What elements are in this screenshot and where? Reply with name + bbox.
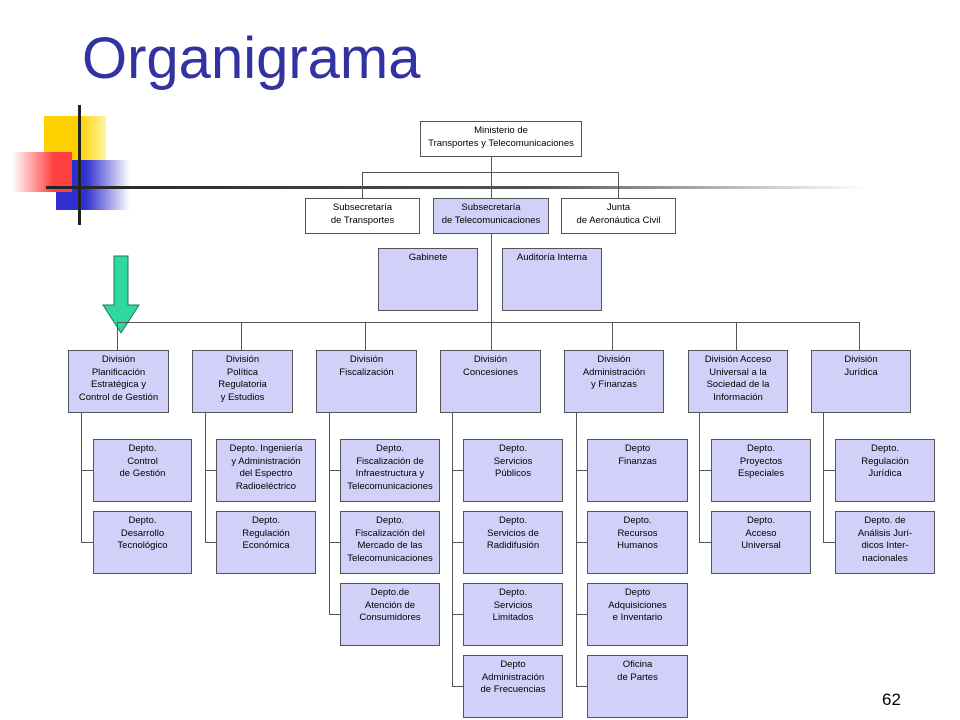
stub-line: [823, 542, 835, 543]
stub-line: [699, 542, 711, 543]
depto-control-gestion-box: Depto. Control de Gestión: [93, 439, 192, 502]
stub-line: [205, 470, 217, 471]
connector-line: [859, 322, 860, 350]
division-planificacion-box: División Planificación Estratégica y Con…: [68, 350, 169, 413]
junta-box: Junta de Aeronáutica Civil: [561, 198, 676, 234]
connector-line: [365, 322, 366, 350]
stub-line: [452, 686, 464, 687]
ministry-box: Ministerio de Transportes y Telecomunica…: [420, 121, 582, 157]
depto-proyectos-especiales-box: Depto. Proyectos Especiales: [711, 439, 811, 502]
page-title: Organigrama: [82, 26, 421, 91]
depto-adquisiciones-box: Depto Adquisiciones e Inventario: [587, 583, 688, 646]
division-politica-box: División Política Regulatoria y Estudios: [192, 350, 293, 413]
depto-fiscalizacion-mercado-box: Depto. Fiscalización del Mercado de las …: [340, 511, 440, 574]
connector-line: [491, 157, 492, 350]
deco-horizontal-line: [46, 186, 866, 189]
depto-atencion-consumidores-box: Depto.de Atención de Consumidores: [340, 583, 440, 646]
stub-line: [452, 542, 464, 543]
connector-line: [612, 322, 613, 350]
branch-line: [205, 413, 206, 543]
stub-line: [576, 614, 588, 615]
stub-line: [452, 470, 464, 471]
stub-line: [81, 542, 94, 543]
connector-line: [117, 322, 860, 323]
deco-vertical-line: [78, 105, 81, 225]
depto-servicios-radiodifusion-box: Depto. Servicios de Radidifusión: [463, 511, 563, 574]
oficina-partes-box: Oficina de Partes: [587, 655, 688, 718]
division-acceso-universal-box: División Acceso Universal a la Sociedad …: [688, 350, 788, 413]
division-fiscalizacion-box: División Fiscalización: [316, 350, 417, 413]
stub-line: [699, 470, 711, 471]
branch-line: [823, 413, 824, 543]
connector-line: [117, 322, 118, 350]
depto-desarrollo-tecnologico-box: Depto. Desarrollo Tecnológico: [93, 511, 192, 574]
depto-regulacion-economica-box: Depto. Regulación Económica: [216, 511, 316, 574]
branch-line: [576, 413, 577, 687]
branch-line: [699, 413, 700, 543]
gabinete-box: Gabinete: [378, 248, 478, 311]
connector-line: [362, 172, 363, 198]
connector-line: [241, 322, 242, 350]
deco-red-square: [12, 152, 72, 192]
green-down-arrow: [102, 255, 140, 334]
depto-acceso-universal-box: Depto. Acceso Universal: [711, 511, 811, 574]
division-juridica-box: División Jurídica: [811, 350, 911, 413]
stub-line: [823, 470, 835, 471]
stub-line: [329, 542, 341, 543]
depto-analisis-juridicos-box: Depto. de Análisis Jurí- dicos Inter- na…: [835, 511, 935, 574]
connector-line: [618, 172, 619, 198]
division-administracion-box: División Administración y Finanzas: [564, 350, 664, 413]
connector-line: [362, 172, 619, 173]
depto-fiscalizacion-infraestructura-box: Depto. Fiscalización de Infraestructura …: [340, 439, 440, 502]
depto-ingenieria-espectro-box: Depto. Ingeniería y Administración del E…: [216, 439, 316, 502]
depto-servicios-publicos-box: Depto. Servicios Públicos: [463, 439, 563, 502]
depto-regulacion-juridica-box: Depto. Regulación Jurídica: [835, 439, 935, 502]
branch-line: [329, 413, 330, 614]
stub-line: [576, 542, 588, 543]
stub-line: [329, 470, 341, 471]
depto-finanzas-box: Depto Finanzas: [587, 439, 688, 502]
auditoria-box: Auditoría Interna: [502, 248, 602, 311]
subsecretaria-telecom-box: Subsecretaría de Telecomunicaciones: [433, 198, 549, 234]
stub-line: [452, 614, 464, 615]
stub-line: [205, 542, 217, 543]
stub-line: [81, 470, 94, 471]
depto-administracion-frecuencias-box: Depto Administración de Frecuencias: [463, 655, 563, 718]
connector-line: [736, 322, 737, 350]
subsecretaria-transportes-box: Subsecretaría de Transportes: [305, 198, 420, 234]
branch-line: [452, 413, 453, 687]
stub-line: [329, 614, 341, 615]
page-number: 62: [882, 690, 901, 709]
depto-servicios-limitados-box: Depto. Servicios Limitados: [463, 583, 563, 646]
division-concesiones-box: División Concesiones: [440, 350, 541, 413]
stub-line: [576, 686, 588, 687]
depto-recursos-humanos-box: Depto. Recursos Humanos: [587, 511, 688, 574]
stub-line: [576, 470, 588, 471]
branch-line: [81, 413, 82, 543]
